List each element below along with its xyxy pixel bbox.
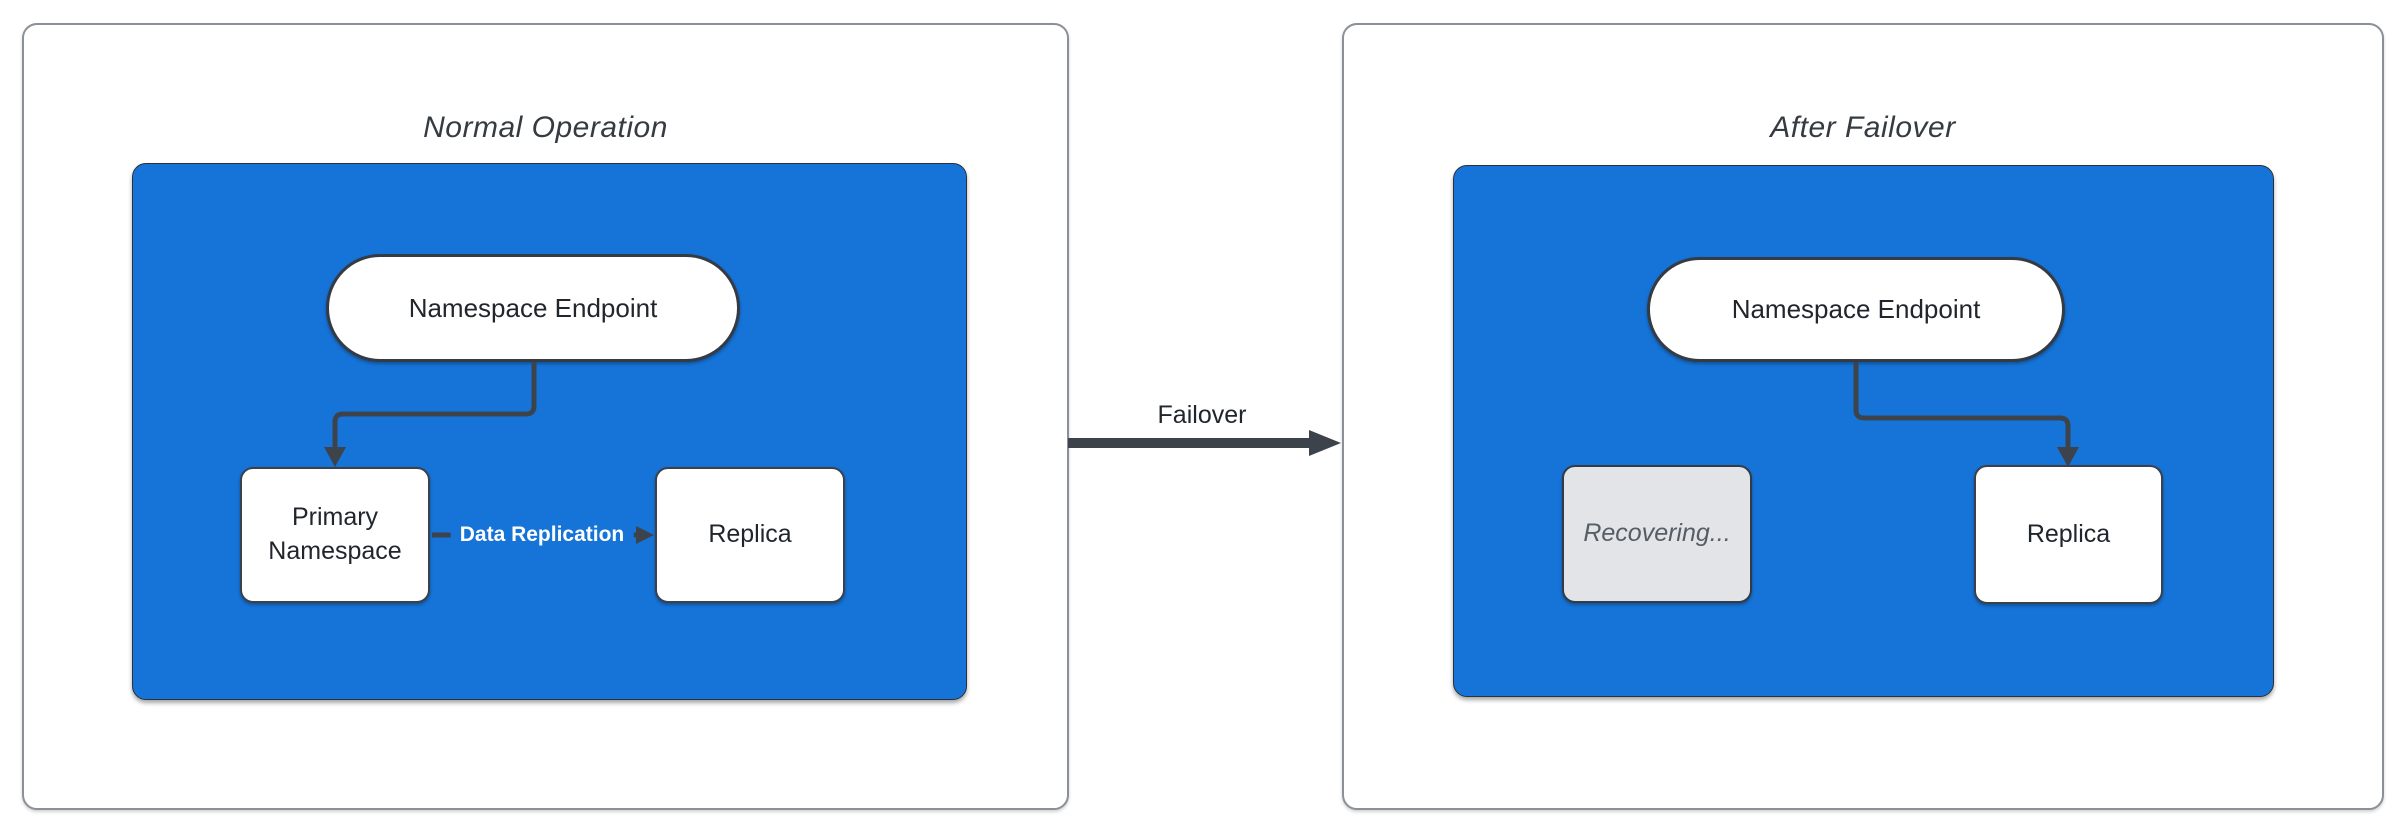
after-failover-title: After Failover [1770, 111, 1956, 144]
normal-operation-title: Normal Operation [423, 111, 668, 144]
recovering-label: Recovering... [1583, 519, 1731, 548]
namespace-endpoint-label-right: Namespace Endpoint [1731, 294, 1981, 324]
primary-namespace-label: Primary Namespace [268, 503, 402, 565]
recovering-node: Recovering... [1562, 465, 1752, 603]
replica-label-left: Replica [708, 520, 792, 549]
failover-label: Failover [1157, 401, 1247, 429]
namespace-endpoint-node-left: Namespace Endpoint [326, 254, 740, 362]
failover-arrowhead-icon [1309, 430, 1341, 456]
namespace-endpoint-label-left: Namespace Endpoint [408, 292, 658, 323]
replica-label-right: Replica [2026, 519, 2111, 548]
primary-namespace-node: Primary Namespace [240, 467, 430, 603]
data-replication-label: Data Replication [450, 521, 634, 549]
namespace-endpoint-node-right: Namespace Endpoint [1647, 257, 2065, 362]
after-failover-container [1453, 165, 2274, 697]
normal-operation-container [132, 163, 967, 700]
replica-node-right: Replica [1974, 465, 2163, 604]
replica-node-left: Replica [655, 467, 845, 603]
